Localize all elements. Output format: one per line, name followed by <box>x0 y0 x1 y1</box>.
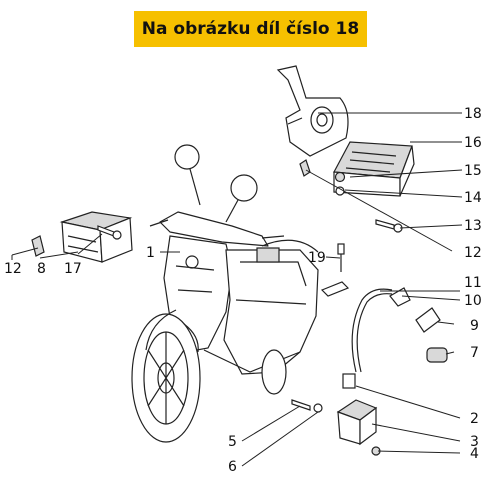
label-1: 1 <box>146 245 155 261</box>
label-15: 15 <box>464 163 482 179</box>
screw-part-17 <box>97 225 122 240</box>
right-mirror <box>230 174 258 202</box>
label-5: 5 <box>228 434 237 450</box>
clip-part-12-left <box>31 235 45 257</box>
screw-part-19 <box>320 243 350 297</box>
banner-text: Na obrázku díl číslo 18 <box>141 19 360 39</box>
control-unit-part-8 <box>59 211 133 263</box>
clip-part-12-right <box>299 159 311 177</box>
label-3: 3 <box>470 434 479 450</box>
regulator-part-16 <box>333 141 415 197</box>
label-19: 19 <box>308 250 326 266</box>
label-13: 13 <box>464 218 482 234</box>
label-12-left: 12 <box>4 261 22 277</box>
label-18: 18 <box>464 106 482 122</box>
label-14: 14 <box>464 190 482 206</box>
leader-lines <box>11 112 463 467</box>
label-10: 10 <box>464 293 482 309</box>
label-8: 8 <box>37 261 46 277</box>
label-7: 7 <box>470 345 479 361</box>
label-16: 16 <box>464 135 482 151</box>
label-9: 9 <box>470 318 479 334</box>
left-mirror <box>174 144 200 170</box>
label-17: 17 <box>64 261 82 277</box>
label-11: 11 <box>464 275 482 291</box>
bracket-part-18 <box>276 65 349 157</box>
label-6: 6 <box>228 459 237 475</box>
part-number-labels: 18 16 15 14 13 12 11 10 9 7 2 3 4 5 6 19… <box>4 106 482 475</box>
scooter-drawing <box>131 144 319 443</box>
label-12-right: 12 <box>464 245 482 261</box>
highlight-banner: Na obrázku díl číslo 18 <box>134 11 367 47</box>
label-4: 4 <box>470 446 479 462</box>
label-2: 2 <box>470 411 479 427</box>
